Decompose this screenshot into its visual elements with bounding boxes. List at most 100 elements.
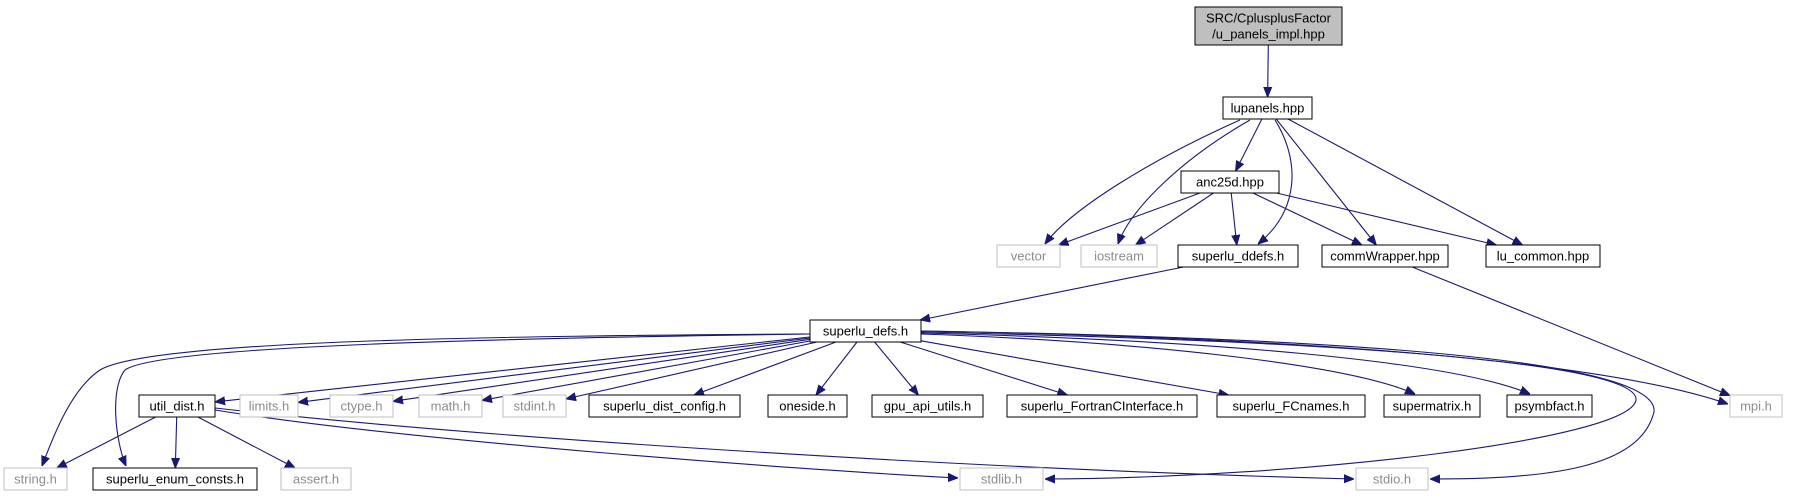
edge-superlu_defs-to-FortranCInterface [900,341,1067,395]
node-anc25d[interactable]: anc25d.hpp [1180,170,1280,194]
node-label-anc25d: anc25d.hpp [1196,175,1264,190]
node-box-stdlib [959,467,1044,491]
node-label-gpu_api_utils: gpu_api_utils.h [884,399,971,414]
node-psymbfact[interactable]: psymbfact.h [1506,394,1593,418]
edge-superlu_defs-to-limits [298,337,811,402]
edge-superlu_defs-to-stdio [920,330,1655,479]
node-box-mpi [1729,394,1783,418]
node-label-assert: assert.h [293,472,339,487]
node-label-limits: limits.h [249,399,289,414]
edge-anc25d-to-lu_common [1276,192,1497,245]
node-box-root [1194,6,1343,46]
node-label-root: SRC/CplusplusFactor [1206,11,1332,26]
node-box-commWrapper [1321,244,1449,268]
edge-anc25d-to-iostream [1136,192,1214,245]
node-stdio: stdio.h [1355,467,1429,491]
node-vector: vector [996,244,1061,268]
node-label-math: math.h [431,399,471,414]
edge-superlu_defs-to-stdint [566,341,818,399]
edge-root-to-lupanels [1268,44,1269,97]
edge-superlu_defs-to-FCnames [920,340,1229,395]
edge-superlu_defs-to-ctype [393,338,811,401]
node-gpu_api_utils[interactable]: gpu_api_utils.h [871,394,984,418]
node-label-root: /u_panels_impl.hpp [1212,27,1325,42]
node-box-lu_common [1485,244,1601,268]
node-label-superlu_dist_config: superlu_dist_config.h [603,399,726,414]
node-label-iostream: iostream [1094,249,1144,264]
edge-anc25d-to-superlu_ddefs [1230,192,1237,245]
file-nodes: SRC/CplusplusFactor/u_panels_impl.hpplup… [3,6,1783,491]
node-box-supermatrix [1383,394,1481,418]
edge-lupanels-to-iostream [1118,119,1251,244]
node-superlu_dist_config[interactable]: superlu_dist_config.h [588,394,741,418]
node-box-enum_consts [92,467,258,491]
edge-util_dist-to-assert [197,416,295,468]
node-box-math [418,394,483,418]
node-string: string.h [3,467,68,491]
node-label-superlu_ddefs: superlu_ddefs.h [1192,249,1285,264]
edge-superlu_defs-to-mpi [920,330,1728,404]
node-commWrapper[interactable]: commWrapper.hpp [1321,244,1449,268]
node-label-stdlib: stdlib.h [981,472,1022,487]
edge-lupanels-to-commWrapper [1275,118,1376,245]
edge-superlu_defs-to-gpu_api_utils [874,341,919,395]
node-mpi: mpi.h [1729,394,1783,418]
node-superlu_defs[interactable]: superlu_defs.h [809,319,922,343]
edge-superlu_defs-to-oneside [816,341,858,395]
node-oneside[interactable]: oneside.h [767,394,848,418]
edge-anc25d-to-commWrapper [1252,192,1362,245]
node-box-FCnames [1216,394,1366,418]
node-supermatrix[interactable]: supermatrix.h [1383,394,1481,418]
node-superlu_ddefs[interactable]: superlu_ddefs.h [1177,244,1299,268]
edge-superlu_defs-to-supermatrix [920,333,1415,394]
node-box-superlu_dist_config [588,394,741,418]
node-box-assert [280,467,352,491]
node-label-util_dist: util_dist.h [150,399,205,414]
node-lu_common[interactable]: lu_common.hpp [1485,244,1601,268]
edge-lupanels-to-anc25d [1236,118,1263,171]
edge-superlu_defs-to-superlu_dist_config [694,341,837,395]
node-box-util_dist [138,394,216,418]
edge-lupanels-to-lu_common [1287,118,1523,245]
node-label-string: string.h [14,472,57,487]
node-box-lupanels [1222,96,1313,120]
node-label-commWrapper: commWrapper.hpp [1330,249,1440,264]
node-box-oneside [767,394,848,418]
node-box-string [3,467,68,491]
node-box-psymbfact [1506,394,1593,418]
dependency-edges [42,44,1730,479]
edge-superlu_defs-to-enum_consts [115,333,811,466]
node-label-FCnames: superlu_FCnames.h [1232,399,1349,414]
node-label-psymbfact: psymbfact.h [1514,399,1584,414]
edge-util_dist-to-stdio [214,407,1354,479]
node-box-limits [239,394,299,418]
edge-anc25d-to-vector [1059,192,1201,245]
node-enum_consts[interactable]: superlu_enum_consts.h [92,467,258,491]
node-stdlib: stdlib.h [959,467,1044,491]
node-box-gpu_api_utils [871,394,984,418]
node-limits: limits.h [239,394,299,418]
node-iostream: iostream [1080,244,1158,268]
node-FortranCInterface[interactable]: superlu_FortranCInterface.h [1006,394,1198,418]
node-label-superlu_defs: superlu_defs.h [823,324,908,339]
node-box-stdint [502,394,567,418]
node-stdint: stdint.h [502,394,567,418]
node-label-vector: vector [1011,249,1047,264]
node-box-anc25d [1180,170,1280,194]
edge-commWrapper-to-mpi [1411,266,1730,397]
node-util_dist[interactable]: util_dist.h [138,394,216,418]
edge-superlu_ddefs-to-superlu_defs [920,266,1184,320]
node-label-lu_common: lu_common.hpp [1497,249,1590,264]
node-lupanels[interactable]: lupanels.hpp [1222,96,1313,120]
edge-superlu_defs-to-string [42,333,811,466]
edge-superlu_defs-to-psymbfact [920,332,1530,394]
node-label-lupanels: lupanels.hpp [1231,101,1305,116]
node-ctype: ctype.h [329,394,394,418]
node-FCnames[interactable]: superlu_FCnames.h [1216,394,1366,418]
edge-superlu_defs-to-stdlib [920,331,1637,479]
node-label-mpi: mpi.h [1740,399,1772,414]
node-root[interactable]: SRC/CplusplusFactor/u_panels_impl.hpp [1194,6,1343,46]
edge-superlu_defs-to-math [482,340,811,400]
edge-superlu_defs-to-util_dist [215,336,811,402]
node-box-superlu_defs [809,319,922,343]
